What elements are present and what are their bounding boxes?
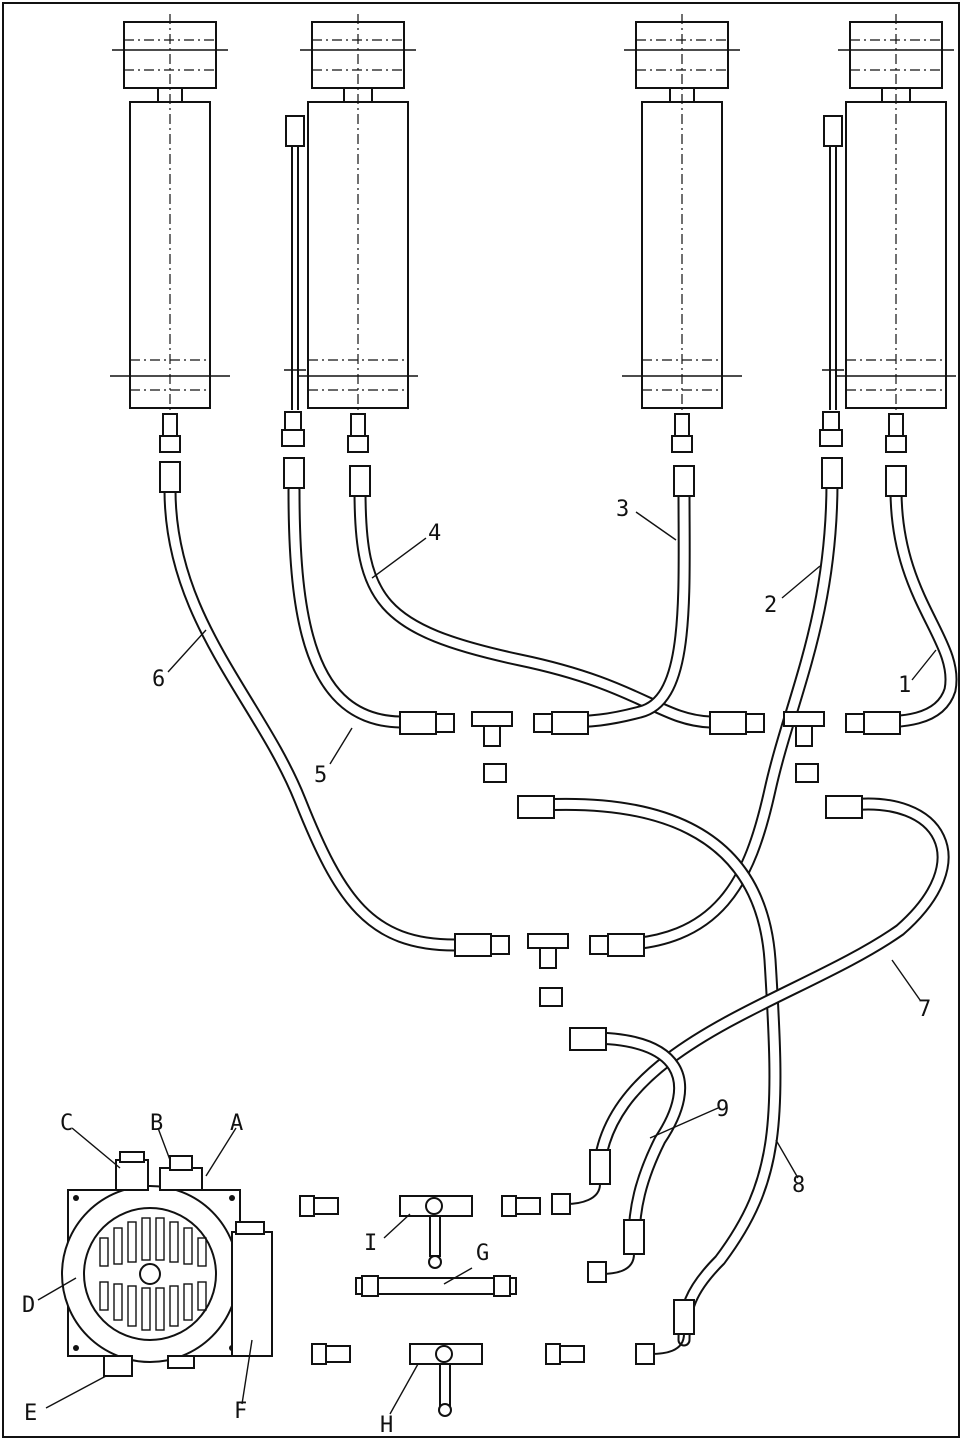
component-label-H: H <box>380 1413 393 1438</box>
hose-label-4: 4 <box>428 521 441 546</box>
hose-label-8: 8 <box>792 1173 805 1198</box>
cylinder-2 <box>281 14 418 453</box>
cylinder-4 <box>819 14 956 453</box>
hose-label-1: 1 <box>898 673 911 698</box>
leader-lines <box>37 511 937 1415</box>
cylinder-1 <box>110 14 230 453</box>
pump-assembly <box>61 1151 273 1377</box>
component-label-C: C <box>60 1111 73 1136</box>
component-label-A: A <box>230 1111 243 1136</box>
valve-H <box>409 1343 483 1417</box>
rod-G <box>355 1275 517 1297</box>
hoses <box>163 475 958 1347</box>
hose-label-2: 2 <box>764 593 777 618</box>
tee-row-2 <box>454 933 645 1051</box>
component-label-G: G <box>476 1241 489 1266</box>
hose-label-6: 6 <box>152 667 165 692</box>
hose-labels: 1 2 3 4 5 6 7 8 9 <box>152 497 931 1198</box>
component-label-I: I <box>364 1231 377 1256</box>
loose-fittings <box>299 1195 585 1365</box>
hose-label-7: 7 <box>918 997 931 1022</box>
component-label-F: F <box>234 1399 247 1424</box>
component-labels: A B C D E F G H I <box>22 1111 489 1438</box>
hose-label-5: 5 <box>314 763 327 788</box>
component-label-D: D <box>22 1293 35 1318</box>
cylinder-3 <box>622 14 742 453</box>
hose-label-3: 3 <box>616 497 629 522</box>
tee-row-1 <box>399 711 901 819</box>
component-label-E: E <box>24 1401 37 1426</box>
hose-top-fittings <box>159 457 907 497</box>
valve-I <box>399 1195 473 1269</box>
hose-bottom-fittings <box>551 1149 695 1365</box>
hose-label-9: 9 <box>716 1097 729 1122</box>
component-label-B: B <box>150 1111 163 1136</box>
